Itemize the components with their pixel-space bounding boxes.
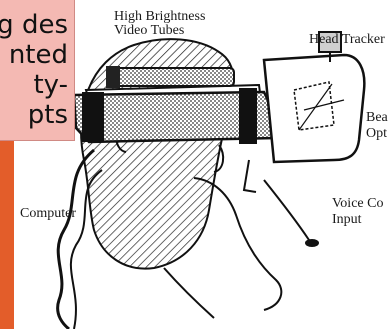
video-tube-end bbox=[106, 66, 120, 88]
slide-text-callout: g des nted ty- pts bbox=[0, 0, 75, 141]
label-video-tubes: High Brightness Video Tubes bbox=[114, 10, 234, 38]
label-computer: Computer bbox=[20, 206, 76, 221]
callout-line: pts bbox=[0, 100, 68, 130]
label-beam-optics: Bea Opt bbox=[366, 110, 388, 142]
label-head-tracker: Head Tracker bbox=[309, 32, 385, 47]
visor-clamp-mid bbox=[239, 88, 257, 144]
chin-outline bbox=[164, 268, 214, 318]
mic-boom bbox=[264, 180, 309, 240]
nose-detail bbox=[244, 160, 256, 192]
callout-line: ty- bbox=[0, 70, 68, 100]
video-tube bbox=[114, 68, 234, 86]
label-voice-input: Voice Co Input bbox=[332, 196, 388, 228]
mic-capsule bbox=[305, 239, 319, 247]
callout-line: nted bbox=[0, 40, 68, 70]
visor-clamp-left bbox=[82, 92, 104, 142]
callout-line: g des bbox=[0, 10, 68, 40]
callout-text: g des nted ty- pts bbox=[0, 10, 68, 130]
